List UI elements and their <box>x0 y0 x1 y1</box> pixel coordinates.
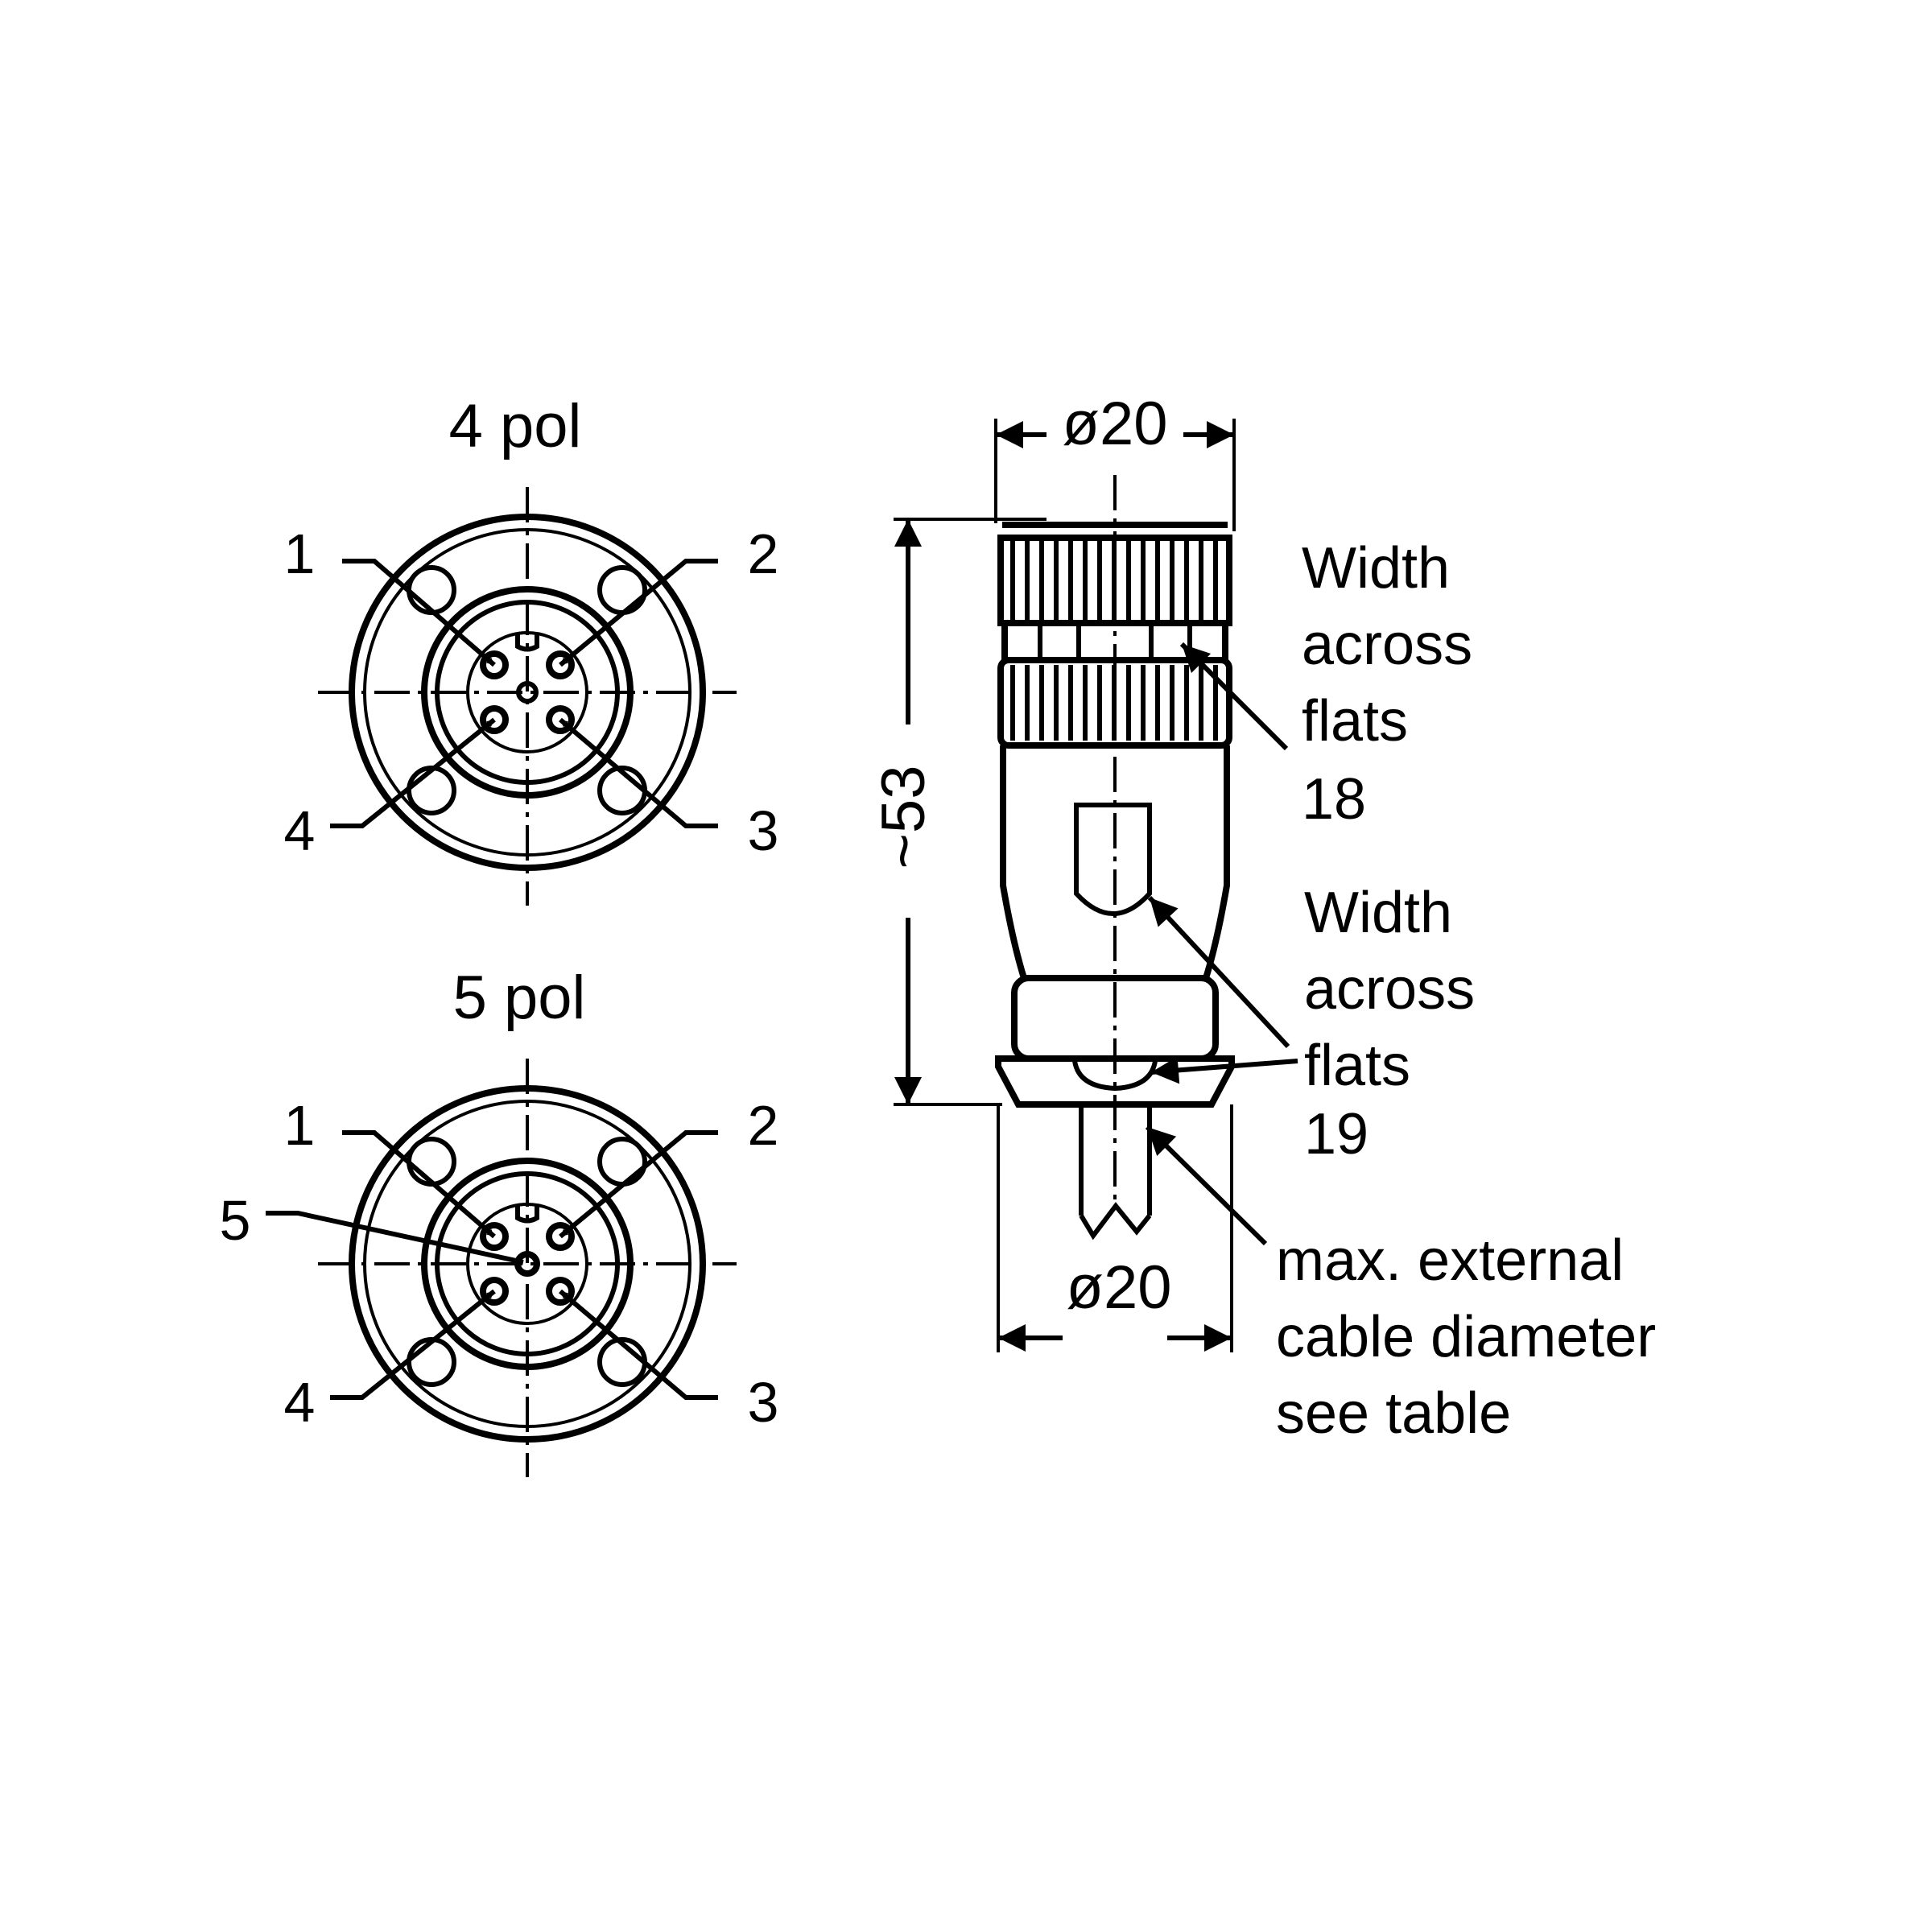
flats-19-line-1: Width <box>1304 881 1452 945</box>
contact-4 <box>480 1277 509 1306</box>
insert-ring <box>421 1158 634 1370</box>
hex-edge-19 <box>1072 1060 1158 1092</box>
contact-2 <box>546 1222 575 1251</box>
pin-label-3: 3 <box>748 799 779 862</box>
insert-inner <box>435 600 620 785</box>
cable-note-line-3: see table <box>1276 1381 1511 1446</box>
pin-label-4: 4 <box>284 799 316 862</box>
flats-19-note: Width across flats 19 <box>1304 881 1475 1166</box>
leader-pin-4 <box>330 1289 496 1400</box>
contact-4 <box>480 705 509 734</box>
lower-knurl-lines <box>1010 665 1218 741</box>
mounting-hole <box>597 1137 647 1187</box>
cable-break <box>1079 1202 1152 1241</box>
coding-key <box>515 634 539 652</box>
cable-note-line-2: cable diameter <box>1276 1305 1656 1369</box>
contact-2 <box>546 650 575 679</box>
leader-pin-3 <box>559 1289 718 1400</box>
leader-pin-2 <box>559 559 718 667</box>
pin-label-5: 5 <box>220 1189 251 1252</box>
five-pole-view: 5 pol 1 2 3 4 5 <box>220 964 779 1477</box>
contact-carrier <box>466 1203 588 1325</box>
outer-ring <box>349 514 706 871</box>
leader-pin-5 <box>266 1211 524 1265</box>
leader-pin-3 <box>559 717 718 828</box>
cable-note-line-1: max. external <box>1276 1228 1624 1293</box>
four-pole-view: 4 pol 1 2 3 4 <box>284 392 779 906</box>
pin-label-1: 1 <box>284 1094 316 1157</box>
pin-label-3: 3 <box>748 1371 779 1434</box>
body-flat <box>1074 803 1152 916</box>
cable-note: max. external cable diameter see table <box>1276 1228 1656 1446</box>
length-label: ~53 <box>869 766 938 869</box>
contact-1 <box>480 1222 509 1251</box>
mounting-hole <box>597 565 647 615</box>
outer-ring <box>349 1085 706 1443</box>
mounting-hole <box>407 766 456 815</box>
insert-inner <box>435 1171 620 1356</box>
outer-ring-inner <box>363 1100 691 1428</box>
pin-label-4: 4 <box>284 1371 316 1434</box>
flats-18-line-3: flats <box>1302 689 1408 753</box>
flats-19-line-2: across <box>1304 957 1475 1022</box>
pin-label-1: 1 <box>284 522 316 585</box>
mounting-hole <box>407 1137 456 1187</box>
pin-label-2: 2 <box>748 1094 779 1157</box>
leader-flats-18 <box>1179 642 1289 751</box>
mounting-hole <box>407 1337 456 1387</box>
bottom-diameter-label: ø20 <box>1067 1253 1172 1322</box>
contact-1 <box>480 650 509 679</box>
flats-19-line-3: flats <box>1304 1034 1410 1098</box>
side-view: ø20 ~53 <box>869 390 1656 1446</box>
four-pole-title: 4 pol <box>449 392 582 460</box>
pin-label-2: 2 <box>748 522 779 585</box>
flats-18-line-1: Width <box>1302 536 1450 601</box>
contact-carrier <box>466 631 588 753</box>
top-diameter-label: ø20 <box>1063 390 1168 458</box>
contact-3 <box>546 705 575 734</box>
leader-pin-4 <box>330 717 496 828</box>
flats-19-line-4: 19 <box>1304 1102 1368 1166</box>
outer-ring-inner <box>363 528 691 857</box>
leader-cable <box>1145 1125 1268 1246</box>
leader-flats-19-b <box>1150 1056 1298 1084</box>
flats-18-line-4: 18 <box>1302 767 1366 832</box>
leader-pin-2 <box>559 1130 718 1239</box>
insert-ring <box>421 586 634 799</box>
mounting-hole <box>407 565 456 615</box>
flats-18-note: Width across flats 18 <box>1302 536 1472 832</box>
center-point <box>516 681 539 704</box>
five-pole-title: 5 pol <box>453 964 586 1032</box>
hex-nut-19 <box>995 1055 1235 1108</box>
upper-knurl-lines <box>1010 541 1218 620</box>
contact-3 <box>546 1277 575 1306</box>
coding-key <box>515 1205 539 1224</box>
leader-flats-19-a <box>1147 895 1290 1049</box>
leader-pin-1 <box>342 1130 496 1239</box>
leader-pin-1 <box>342 559 496 667</box>
flats-18-line-2: across <box>1302 613 1472 677</box>
